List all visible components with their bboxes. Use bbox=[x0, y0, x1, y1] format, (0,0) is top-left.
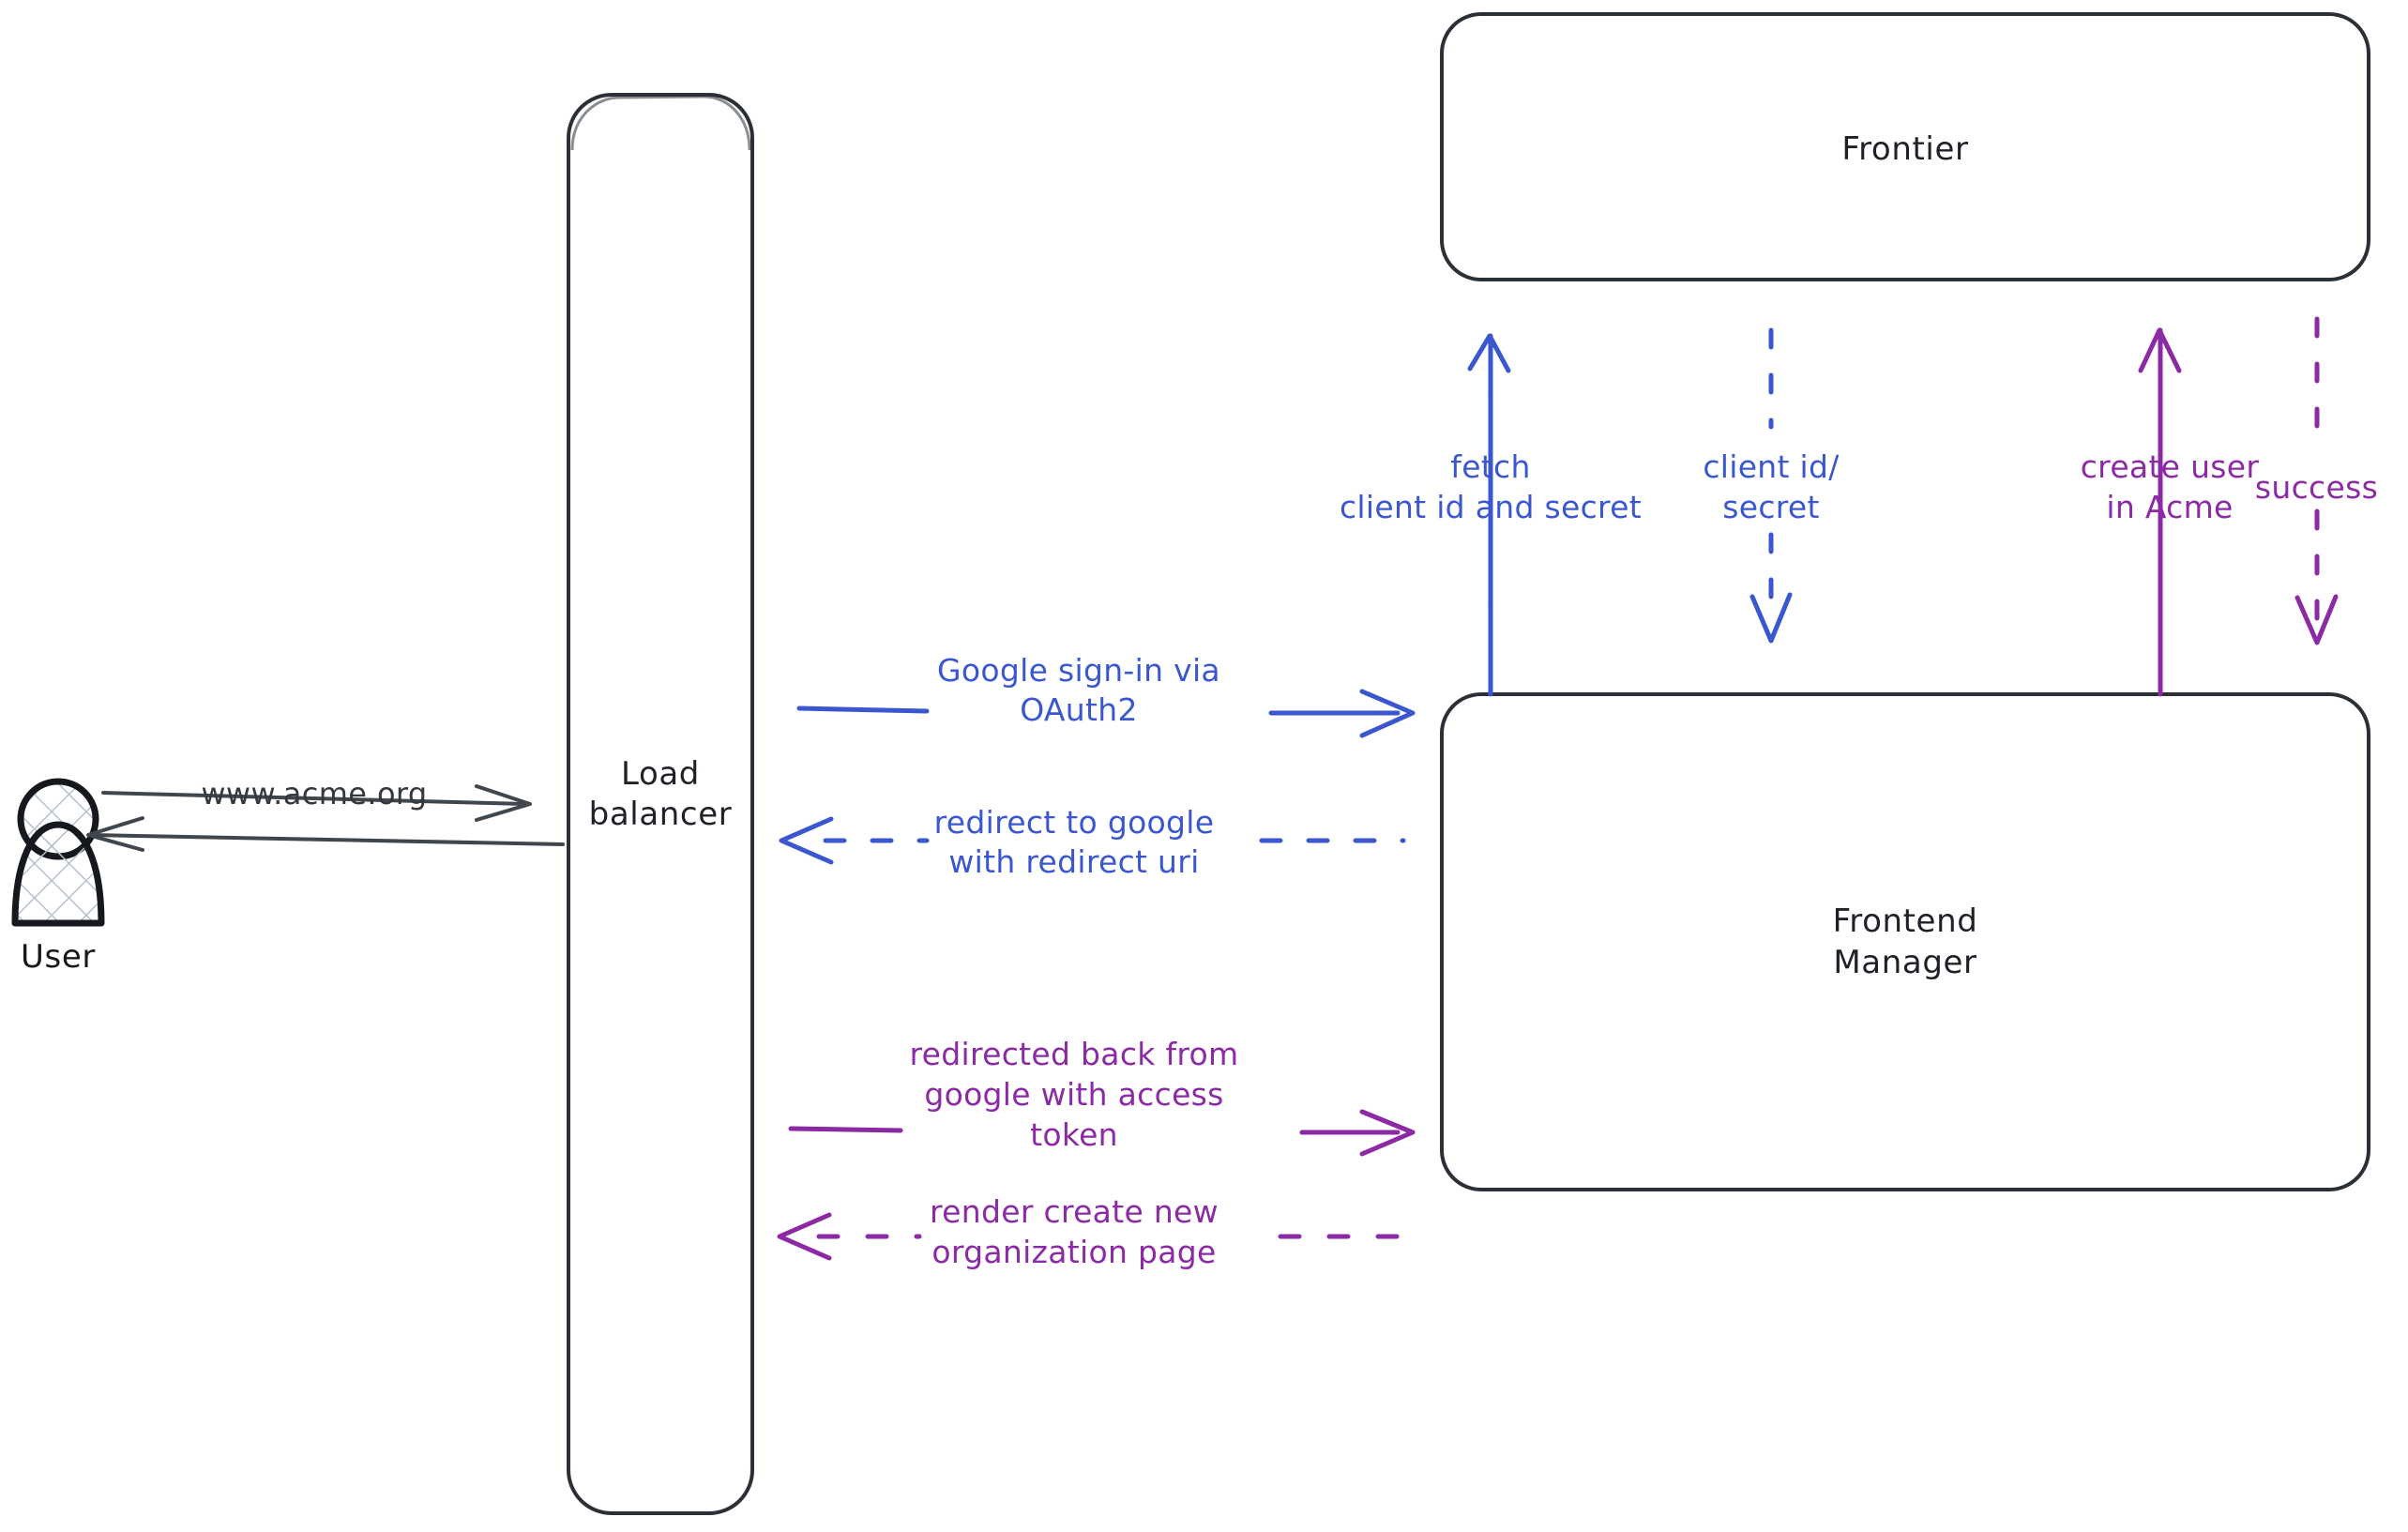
edge-fm-to-frontier-create bbox=[2138, 327, 2182, 697]
edge-frontier-to-fm-success bbox=[2294, 316, 2339, 645]
edge-lb-to-fm-token bbox=[788, 1109, 1416, 1157]
edge-user-to-lb bbox=[101, 784, 532, 822]
edge-fm-to-frontier-fetch bbox=[1467, 333, 1511, 697]
node-frontier[interactable] bbox=[1440, 12, 2370, 281]
edge-fm-to-lb-render bbox=[777, 1212, 1406, 1261]
edge-frontier-to-fm-creds bbox=[1749, 327, 1793, 644]
node-load-balancer[interactable] bbox=[567, 93, 754, 1515]
edge-fm-to-lb-redirect bbox=[779, 816, 1406, 865]
node-frontend-manager[interactable] bbox=[1440, 692, 2370, 1191]
edge-lb-to-user bbox=[86, 816, 565, 852]
edge-lb-to-fm-signin bbox=[796, 689, 1416, 738]
user-figure-icon bbox=[11, 778, 105, 927]
